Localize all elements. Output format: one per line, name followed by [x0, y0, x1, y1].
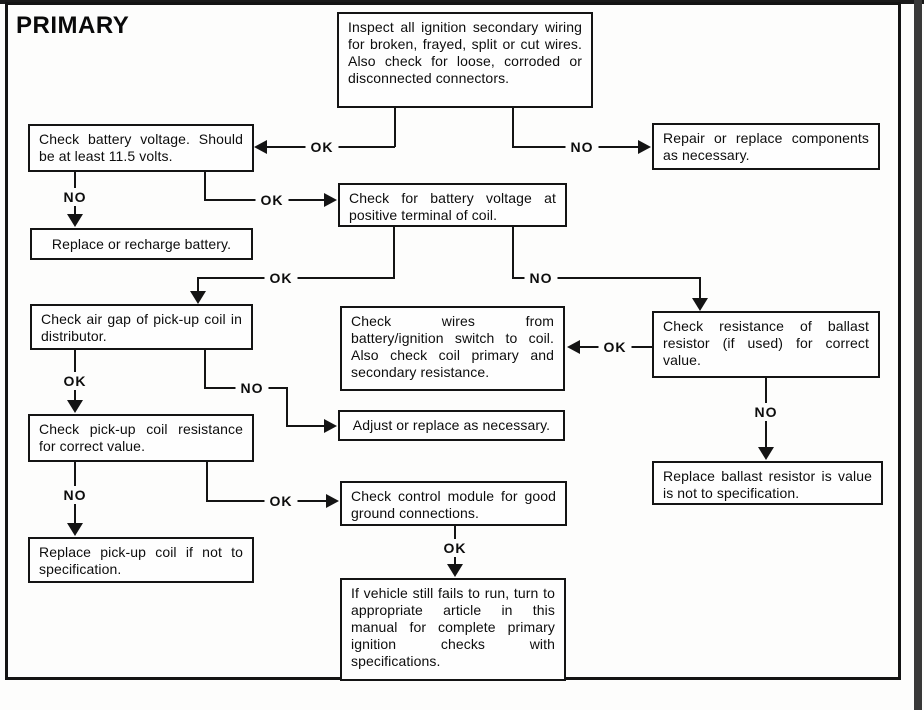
connector-line [393, 227, 395, 278]
node-adjust-replace: Adjust or replace as necessary. [338, 410, 565, 441]
page-title: PRIMARY [16, 12, 130, 39]
arrowhead-down-icon [67, 523, 83, 536]
arrowhead-down-icon [67, 400, 83, 413]
edge-label-ok: OK [264, 269, 298, 287]
scan-right-edge [914, 0, 922, 710]
node-check-wires: Check wires from battery/ignition switch… [340, 306, 565, 391]
node-replace-battery: Replace or recharge battery. [30, 228, 253, 260]
arrowhead-down-icon [447, 564, 463, 577]
edge-label-no: NO [749, 403, 783, 421]
connector-line [286, 425, 326, 427]
edge-label-no: NO [58, 188, 92, 206]
node-pickup-coil-resistance: Check pick-up coil resistance for correc… [28, 414, 254, 462]
arrowhead-left-icon [567, 340, 580, 354]
edge-label-ok: OK [264, 492, 298, 510]
node-coil-terminal-voltage: Check for battery voltage at positive te… [338, 183, 567, 227]
edge-label-no: NO [235, 379, 269, 397]
connector-line [394, 108, 396, 147]
edge-label-no: NO [58, 486, 92, 504]
node-inspect-wiring: Inspect all ignition secondary wiring fo… [337, 12, 593, 108]
node-check-air-gap: Check air gap of pick-up coil in distrib… [30, 304, 253, 350]
connector-line [512, 227, 514, 278]
node-replace-pickup-coil: Replace pick-up coil if not to specifica… [28, 537, 254, 583]
connector-line [512, 108, 514, 147]
edge-label-ok: OK [255, 191, 289, 209]
edge-label-ok: OK [58, 372, 92, 390]
node-check-ballast-resistor: Check resistance of ballast resistor (if… [652, 311, 880, 378]
arrowhead-down-icon [67, 214, 83, 227]
edge-label-ok: OK [598, 338, 632, 356]
node-still-fails-to-run: If vehicle still fails to run, turn to a… [340, 578, 566, 681]
arrowhead-down-icon [758, 447, 774, 460]
connector-line [699, 277, 701, 299]
connector-line [204, 350, 206, 388]
node-replace-ballast-resistor: Replace ballast resistor is value is not… [652, 461, 883, 505]
arrowhead-right-icon [326, 494, 339, 508]
arrowhead-right-icon [324, 193, 337, 207]
edge-label-no: NO [524, 269, 558, 287]
node-check-battery-voltage: Check battery voltage. Should be at leas… [28, 124, 254, 172]
node-check-control-module: Check control module for good ground con… [340, 481, 567, 526]
connector-line [204, 172, 206, 200]
connector-line [206, 462, 208, 502]
connector-line [197, 277, 199, 293]
arrowhead-left-icon [254, 140, 267, 154]
edge-label-ok: OK [305, 138, 339, 156]
connector-line [512, 277, 701, 279]
node-repair-components: Repair or replace components as necessar… [652, 123, 880, 170]
arrowhead-right-icon [638, 140, 651, 154]
arrowhead-down-icon [190, 291, 206, 304]
arrowhead-down-icon [692, 298, 708, 311]
edge-label-no: NO [565, 138, 599, 156]
arrowhead-right-icon [324, 419, 337, 433]
edge-label-ok: OK [438, 539, 472, 557]
connector-line [286, 387, 288, 427]
